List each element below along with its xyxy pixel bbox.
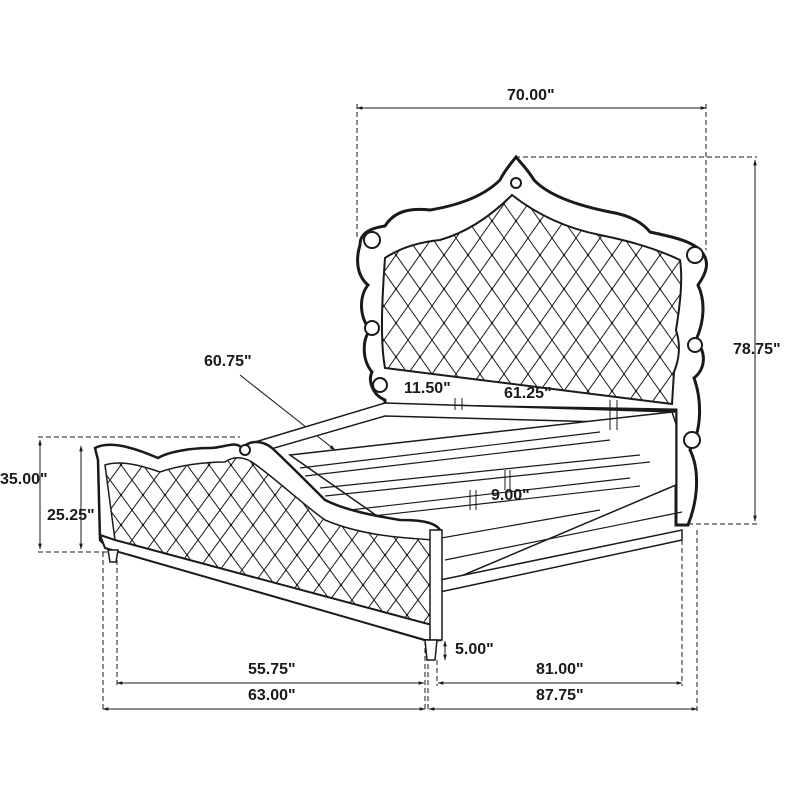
dimension-leg-height: 5.00" [455, 641, 494, 658]
dimension-overall-height: 78.75" [733, 341, 781, 358]
dimension-overall-width: 70.00" [507, 87, 555, 104]
dimension-slat-height: 9.00" [491, 487, 530, 504]
dimension-overall-length: 87.75" [536, 687, 584, 704]
dimension-footboard-height: 35.00" [0, 471, 48, 488]
dimension-footboard-panel-height: 25.25" [47, 507, 95, 524]
dimension-footboard-width-inner: 55.75" [248, 661, 296, 678]
headboard [356, 154, 708, 527]
dimension-inner-width: 61.25" [504, 385, 552, 402]
footboard [93, 440, 443, 661]
dimension-footboard-width-outer: 63.00" [248, 687, 296, 704]
dimension-headboard-panel-gap: 11.50" [404, 380, 451, 397]
dimension-rail-diagonal: 60.75" [204, 353, 252, 370]
dimension-inner-length: 81.00" [536, 661, 584, 678]
